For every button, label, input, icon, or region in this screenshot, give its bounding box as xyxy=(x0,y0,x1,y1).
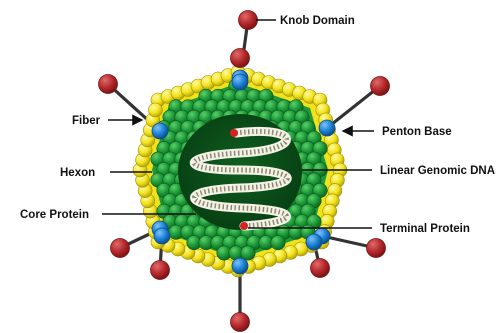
core-protein-label: Core Protein xyxy=(20,209,89,221)
knob-domain-bottom xyxy=(231,313,250,332)
knob-domain-top xyxy=(239,11,258,30)
penton-base-top-inner xyxy=(232,74,248,90)
fiber-label: Fiber xyxy=(72,115,101,127)
terminal-protein-label: Terminal Protein xyxy=(380,223,470,235)
penton-base-label: Penton Base xyxy=(382,126,452,138)
knob-domain-upper-left xyxy=(99,75,118,94)
penton-base-lower-right-2 xyxy=(306,234,322,250)
terminal-protein-top xyxy=(230,129,238,137)
linear-genomic-dna-label: Linear Genomic DNA xyxy=(380,165,495,177)
hexon-bead xyxy=(271,235,285,249)
penton-base-upper-right xyxy=(319,120,335,136)
yellow-bead xyxy=(148,103,162,117)
knob-domain-lower-right-2 xyxy=(311,259,330,278)
knob-domain-lower-left xyxy=(111,239,130,258)
hexon-label: Hexon xyxy=(60,167,95,179)
penton-base-upper-left xyxy=(152,123,168,139)
knob-domain-lower-right xyxy=(367,239,386,258)
terminal-protein-bottom xyxy=(240,222,248,230)
knob-domain-upper-right xyxy=(371,77,390,96)
penton-base-lower-left-2 xyxy=(154,228,170,244)
fiber-upper-right xyxy=(327,86,380,128)
hexon-bead xyxy=(241,246,255,260)
penton-base-bottom xyxy=(232,258,248,274)
knob-domain-top-inner xyxy=(231,49,250,68)
knob-domain-lower-left-2 xyxy=(151,261,170,280)
knob-domain-label: Knob Domain xyxy=(280,15,355,27)
